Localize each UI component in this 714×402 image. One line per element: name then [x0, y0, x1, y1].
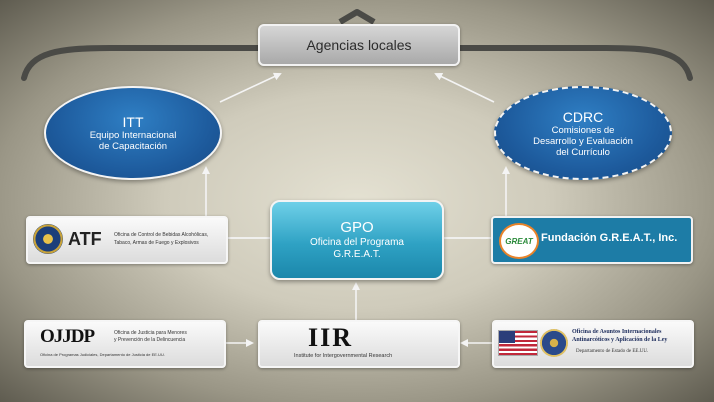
cdrc-title: CDRC [562, 108, 604, 125]
state-department-seal-icon [540, 329, 568, 357]
atf-acronym: ATF [68, 229, 102, 249]
ojjdp-line1: Oficina de Justicia para Menores [114, 330, 187, 336]
local-agencies-box: Agencias locales [258, 24, 460, 66]
ojjdp-line3: Oficina de Programas Judiciales, Departa… [40, 352, 165, 357]
atf-card: ATF Oficina de Control de Bebidas Alcohó… [26, 216, 228, 264]
us-flag-icon [498, 330, 538, 356]
oai-card: Oficina de Asuntos Internacionales Antin… [492, 320, 694, 368]
itt-subtitle-line1: Equipo Internacional [89, 130, 177, 141]
oai-line3: Departamento de Estado de EE.UU. [576, 349, 649, 354]
bracket-peak [338, 9, 376, 25]
atf-line2: Tabaco, Armas de Fuego y Explosivos [114, 240, 199, 246]
iir-card: IIR Institute for Intergovernmental Rese… [258, 320, 460, 368]
great-logo-text: GREAT [505, 236, 533, 246]
ojjdp-acronym: OJJDP [40, 326, 95, 347]
atf-line1: Oficina de Control de Bebidas Alcohólica… [114, 232, 209, 238]
gpo-subtitle-line1: Oficina del Programa [310, 237, 404, 248]
ojjdp-card: OJJDP Oficina de Justicia para Menores y… [24, 320, 226, 368]
gpo-subtitle-line2: G.R.E.A.T. [333, 249, 381, 260]
gpo-box: GPO Oficina del Programa G.R.E.A.T. [270, 200, 444, 280]
itt-ellipse: ITT Equipo Internacional de Capacitación [44, 86, 222, 180]
local-agencies-label: Agencias locales [306, 37, 412, 53]
cdrc-subtitle-line3: del Currículo [556, 146, 610, 158]
fundacion-label: Fundación G.R.E.A.T., Inc. [541, 232, 678, 244]
oai-line2: Antinarcóticos y Aplicación de la Ley [572, 337, 668, 343]
iir-line1: Institute for Intergovernmental Research [294, 353, 393, 359]
oai-line1: Oficina de Asuntos Internacionales [572, 329, 662, 335]
atf-seal-icon [33, 224, 63, 254]
fundacion-card: GREAT Fundación G.R.E.A.T., Inc. [491, 216, 693, 264]
itt-title: ITT [122, 114, 144, 130]
gpo-title: GPO [340, 219, 374, 236]
great-foundation-logo-icon: GREAT [499, 223, 539, 259]
cdrc-ellipse: CDRC Comisiones de Desarrollo y Evaluaci… [494, 86, 672, 180]
cdrc-subtitle-line1: Comisiones de [551, 124, 615, 136]
ojjdp-line2: y Prevención de la Delincuencia [114, 337, 186, 343]
cdrc-subtitle-line2: Desarrollo y Evaluación [533, 135, 633, 147]
arrow-cdrc-to-local [434, 73, 495, 103]
itt-subtitle-line2: de Capacitación [98, 141, 168, 152]
arrow-itt-to-local [219, 72, 282, 103]
iir-acronym: IIR [308, 323, 354, 352]
top-bracket [21, 45, 693, 81]
